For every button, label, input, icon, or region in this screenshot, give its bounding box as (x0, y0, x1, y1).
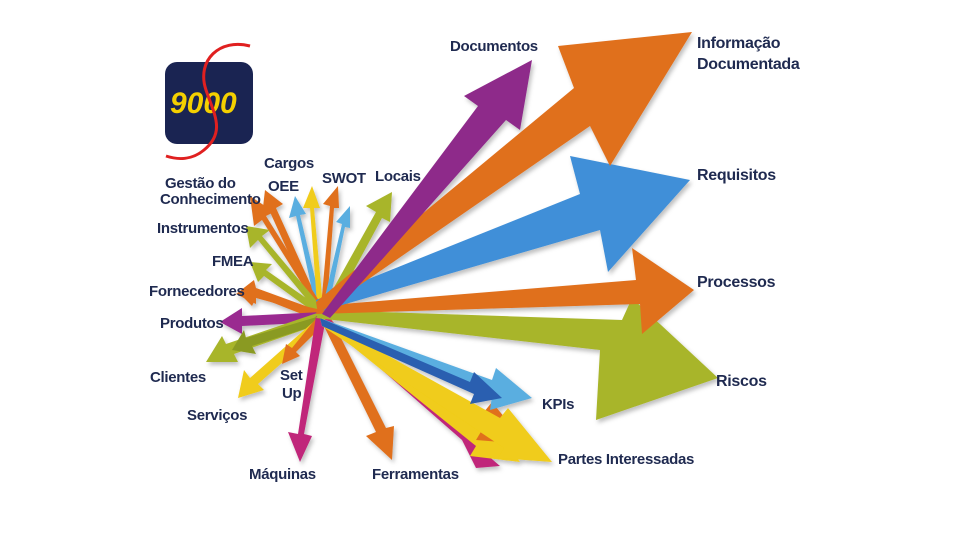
arrow-fornecedores-2 (240, 290, 322, 316)
label-informacao-2: Documentada (697, 56, 800, 73)
label-oee: OEE (268, 178, 299, 195)
iso-9000-logo: 9000 (165, 42, 253, 160)
arrow-maquinas (288, 316, 326, 462)
label-riscos: Riscos (716, 373, 767, 390)
label-maquinas: Máquinas (249, 466, 316, 483)
label-processos: Processos (697, 274, 776, 291)
label-locais: Locais (375, 168, 421, 185)
label-informacao-1: Informação (697, 35, 781, 52)
label-requisitos: Requisitos (697, 167, 776, 184)
label-gestao-1: Gestão do (165, 175, 236, 192)
label-kpis: KPIs (542, 396, 574, 413)
label-setup-1: Set (280, 367, 303, 384)
arrow-oee (289, 196, 324, 318)
label-instrumentos: Instrumentos (157, 220, 248, 237)
arrow-blue-dark (320, 318, 502, 404)
label-clientes: Clientes (150, 369, 206, 386)
label-swot: SWOT (322, 170, 366, 187)
label-documentos: Documentos (450, 38, 538, 55)
arrow-requisitos (316, 156, 690, 312)
arrow-partes-yellow-2 (320, 318, 552, 462)
arrow-instrumentos (246, 226, 326, 318)
arrow-swot-yellow (303, 186, 324, 318)
label-fmea: FMEA (212, 253, 254, 270)
label-fornecedores: Fornecedores (149, 283, 245, 300)
labels: Documentos Informação Documentada Requis… (149, 35, 800, 483)
arrow-group (206, 32, 718, 468)
arrow-swot-blue (320, 206, 350, 320)
arrow-gestao (250, 196, 326, 316)
logo-text: 9000 (170, 87, 237, 120)
label-servicos: Serviços (187, 407, 247, 424)
arrow-informacao (316, 32, 692, 314)
arrow-swot-orange (320, 186, 339, 320)
arrow-processos (316, 248, 694, 334)
label-setup-2: Up (282, 385, 302, 402)
label-cargos: Cargos (264, 155, 314, 172)
arrow-clientes-olive (232, 316, 326, 354)
arrow-riscos (316, 298, 718, 420)
label-ferramentas: Ferramentas (372, 466, 459, 483)
logo-s-curve (165, 42, 251, 160)
arrow-produtos (220, 308, 322, 334)
arrow-documentos (322, 60, 532, 318)
logo-background (165, 62, 253, 144)
label-gestao-2: Conhecimento (160, 191, 261, 208)
arrow-ferramentas (318, 312, 394, 460)
arrow-fmea (250, 262, 326, 318)
label-produtos: Produtos (160, 315, 223, 332)
label-partes-interessadas: Partes Interessadas (558, 451, 694, 468)
